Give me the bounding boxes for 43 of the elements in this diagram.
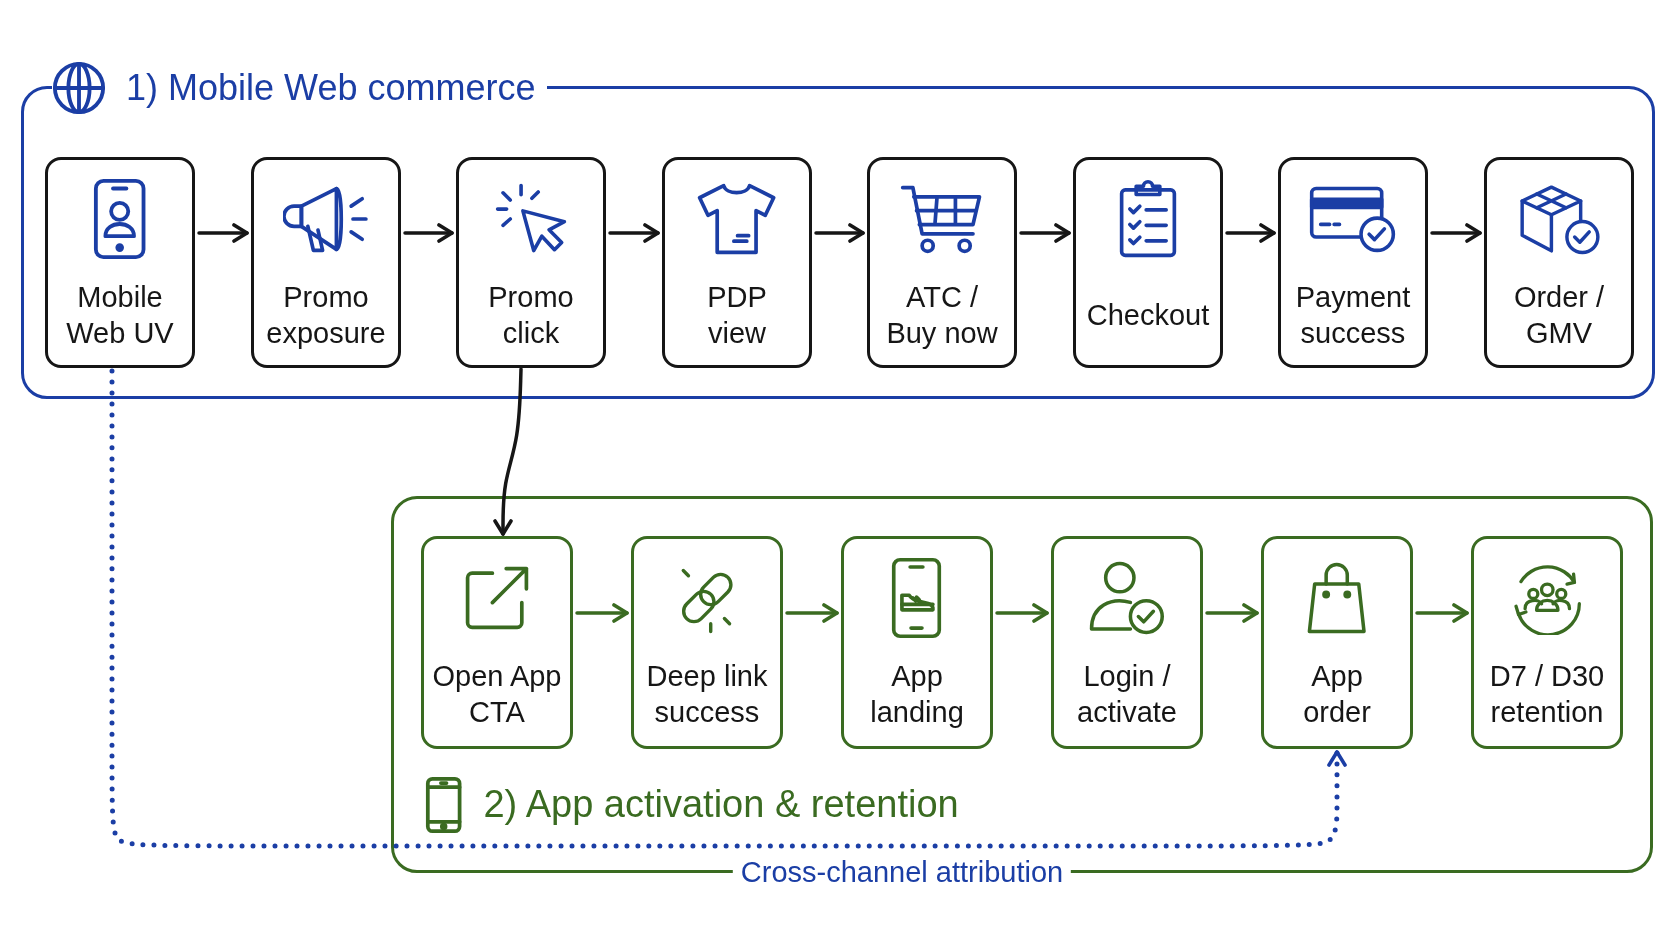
- step-label: Open App CTA: [431, 659, 563, 730]
- arrow: [197, 223, 249, 243]
- arrow: [1205, 603, 1259, 623]
- step-card: [841, 536, 993, 749]
- step-card: [1278, 157, 1428, 368]
- step-label: Mobile Web UV: [65, 280, 175, 351]
- step-card: [456, 157, 606, 368]
- step-card: [45, 157, 195, 368]
- step-card: [421, 536, 573, 749]
- step-card: [867, 157, 1017, 368]
- arrow: [608, 223, 660, 243]
- dotted-arrow: [109, 368, 1347, 849]
- step-label: Deep link success: [645, 659, 769, 730]
- arrow: [1430, 223, 1482, 243]
- arrow: [1415, 603, 1469, 623]
- step-label: App landing: [869, 659, 965, 730]
- arrow: [575, 603, 629, 623]
- step-card: [631, 536, 783, 749]
- step-label: Promo click: [487, 280, 575, 351]
- arrow: [493, 367, 523, 536]
- step-card: [1471, 536, 1623, 749]
- step-label: Login / activate: [1076, 659, 1178, 730]
- step-label: App order: [1302, 659, 1372, 730]
- arrow: [814, 223, 865, 243]
- step-card: [1051, 536, 1203, 749]
- step-label: PDP view: [706, 280, 768, 351]
- step-card: [662, 157, 812, 368]
- arrow: [995, 603, 1049, 623]
- step-label: Checkout: [1086, 298, 1210, 333]
- arrow: [785, 603, 839, 623]
- step-label: Payment success: [1294, 280, 1412, 351]
- group-title: 2) App activation & retention: [483, 783, 959, 827]
- step-label: Promo exposure: [265, 280, 387, 351]
- arrow: [1019, 223, 1071, 243]
- step-label: D7 / D30 retention: [1488, 659, 1606, 730]
- step-card: [1484, 157, 1634, 368]
- arrow: [403, 223, 454, 243]
- step-label: Order / GMV: [1512, 280, 1606, 351]
- arrow: [1225, 223, 1276, 243]
- step-card: [251, 157, 401, 368]
- step-card: [1073, 157, 1223, 368]
- step-card: [1261, 536, 1413, 749]
- step-label: ATC / Buy now: [885, 280, 999, 351]
